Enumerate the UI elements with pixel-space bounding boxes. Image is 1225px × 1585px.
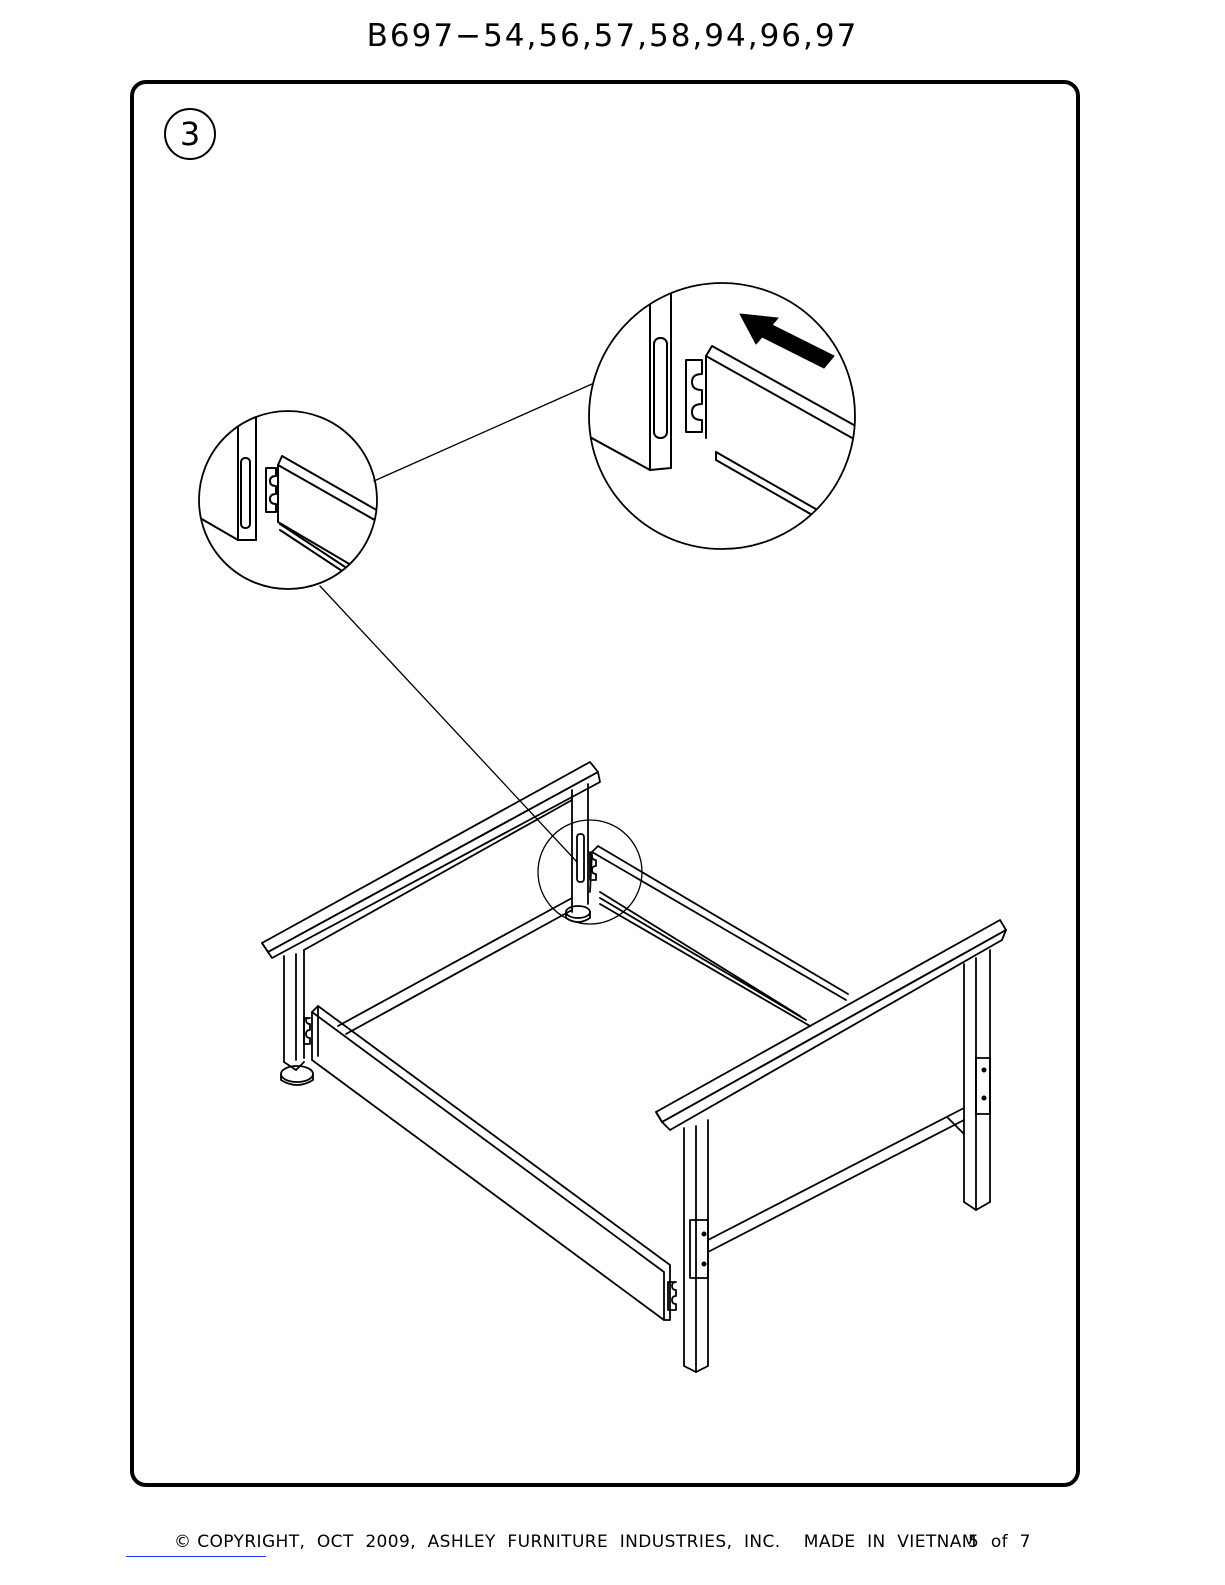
copyright-notice: © COPYRIGHT, OCT 2009, ASHLEY FURNITURE … [174,1532,977,1552]
detail-circle-small [199,400,380,596]
bed-frame-drawing [262,762,1006,1372]
right-side-rail [590,846,848,1026]
head-panel [656,920,1006,1372]
callout-leader-lines [320,384,592,862]
link-underline[interactable] [126,1556,266,1557]
left-side-rail [304,1006,676,1320]
page-number: 5 of 7 [968,1532,1031,1552]
detail-circle-large [588,270,870,549]
